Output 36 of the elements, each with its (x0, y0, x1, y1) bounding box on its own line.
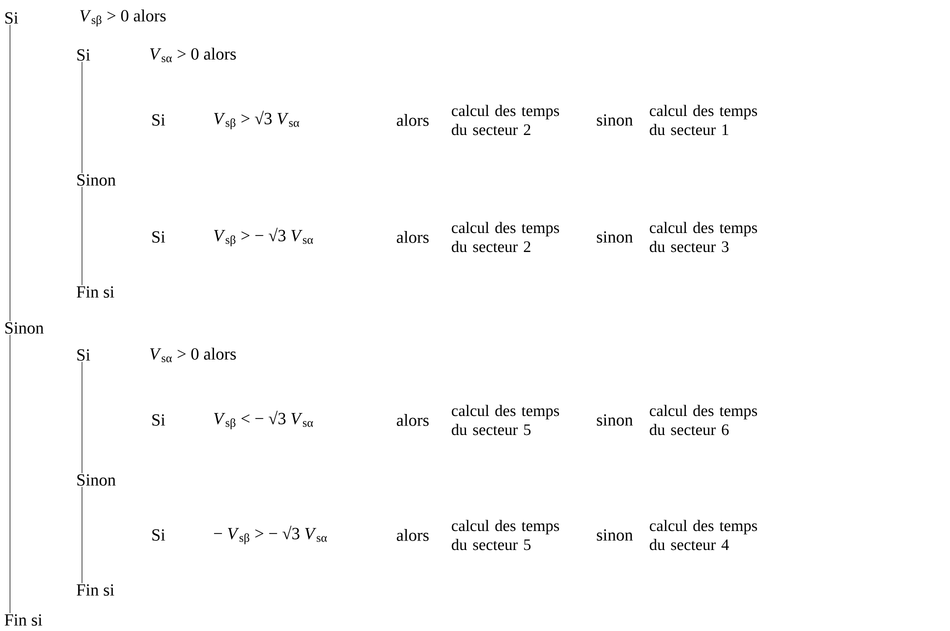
keyword: Si (152, 529, 166, 541)
keyword: Si (77, 49, 90, 61)
keyword: sinon (596, 114, 633, 126)
action-text: calcul des temps du secteur 6 (650, 404, 758, 436)
action-text: calcul des temps du secteur 3 (650, 222, 758, 252)
condition: V$_{sα}$ > 0 alors (150, 348, 236, 362)
condition: V$_{sβ}$ > − √3 V$_{sα}$ (214, 228, 314, 246)
keyword: Fin si (76, 584, 114, 596)
keyword: Sinon (5, 322, 44, 334)
condition: V$_{sβ}$ > √3 V$_{sα}$ (214, 110, 300, 130)
condition: V$_{sα}$ > 0 alors (150, 48, 236, 62)
action-text: calcul des temps du secteur 5 (452, 404, 560, 436)
action-text: calcul des temps du secteur 2 (452, 222, 560, 252)
keyword: Si (152, 414, 166, 426)
keyword: alors (396, 231, 429, 243)
keyword: Si (77, 349, 90, 361)
keyword: Fin si (4, 614, 42, 626)
condition: − V$_{sβ}$ > − √3 V$_{sα}$ (214, 526, 327, 544)
keyword: alors (396, 414, 429, 426)
condition: V$_{sβ}$ > 0 alors (80, 10, 166, 26)
keyword: sinon (596, 529, 633, 541)
keyword: alors (396, 114, 429, 126)
keyword: alors (396, 529, 429, 541)
keyword: Si (5, 12, 18, 24)
keyword: sinon (596, 231, 633, 243)
action-text: calcul des temps du secteur 4 (650, 520, 758, 550)
condition: V$_{sβ}$ < − √3 V$_{sα}$ (214, 410, 314, 430)
keyword: Si (152, 231, 166, 243)
action-text: calcul des temps du secteur 5 (452, 520, 560, 550)
keyword: sinon (596, 414, 633, 426)
keyword: Si (152, 114, 166, 126)
action-text: calcul des temps du secteur 1 (650, 104, 758, 136)
keyword: Sinon (77, 474, 116, 486)
action-text: calcul des temps du secteur 2 (452, 104, 560, 136)
keyword: Sinon (77, 174, 116, 186)
keyword: Fin si (76, 286, 114, 298)
